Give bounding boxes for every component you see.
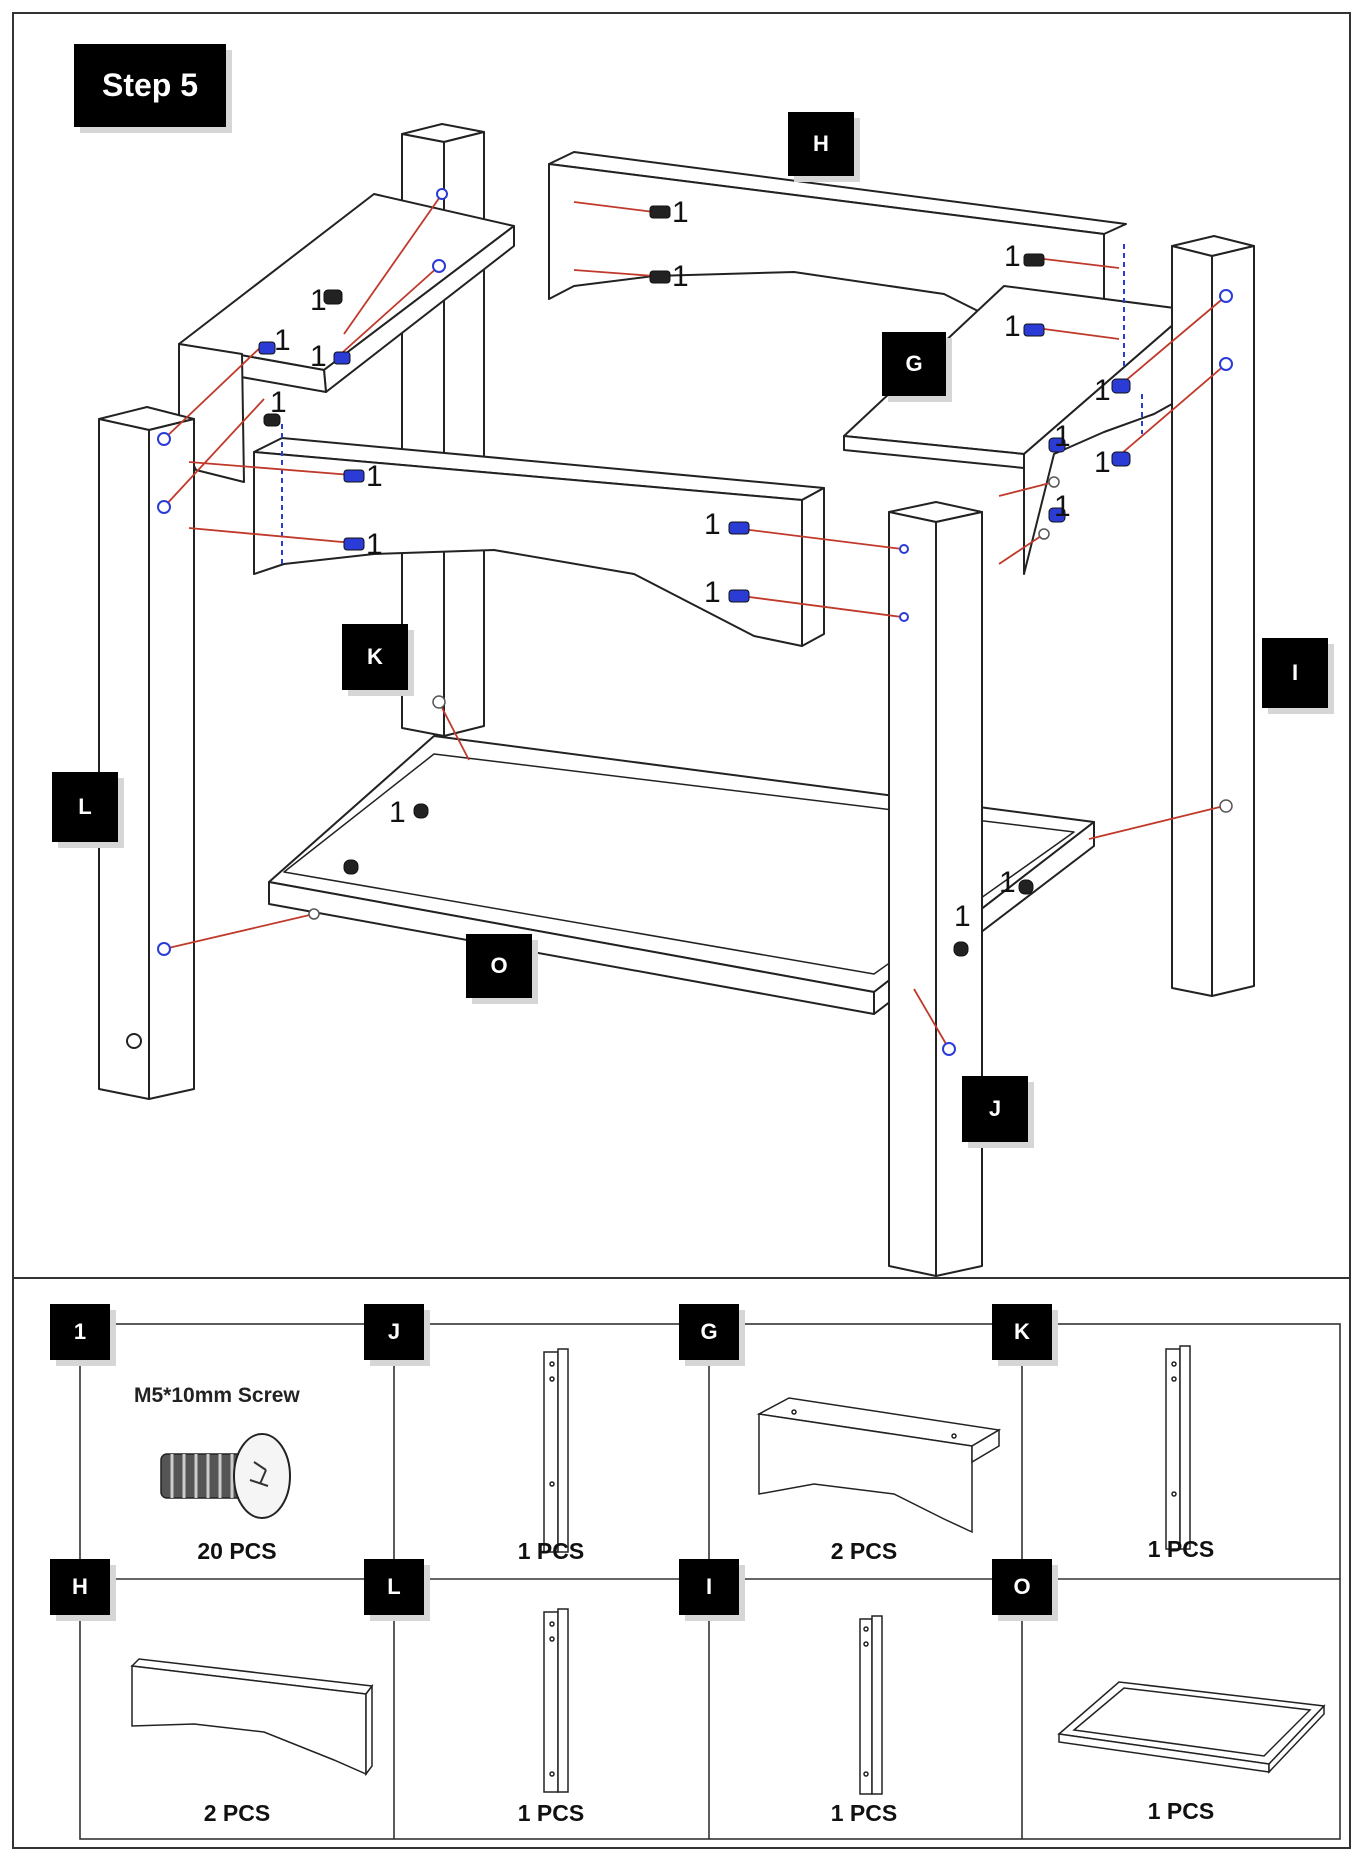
screw-icon [1048,507,1066,523]
screw-count-mark: 1 [366,528,383,561]
screw-count-mark: 1 [1054,420,1071,453]
leg-illustration-l [543,1608,569,1793]
screw-count-mark: 1 [704,508,721,541]
screw-count-mark: 1 [1094,374,1111,407]
leg-illustration-k [1165,1345,1191,1550]
screw-count-mark: 1 [1004,310,1021,343]
screw-count-mark: 1 [1004,240,1021,273]
apron-illustration-h [130,1658,374,1777]
screw-icon [258,341,276,355]
leg-illustration-j [543,1348,569,1553]
screw-icon [1111,451,1131,467]
screw-count-mark: 1 [672,196,689,229]
leg-illustration-i [859,1615,883,1795]
section-divider [14,1277,1349,1279]
screw-icon [323,289,343,305]
shelf-illustration-o [1057,1681,1326,1774]
screw-icon [1018,879,1034,895]
screw-count-mark: 1 [389,796,406,829]
part-label-k: K [342,624,408,690]
bracket-g-left [178,193,515,483]
leg-i [1171,235,1255,997]
part-label-o: O [466,934,532,998]
part-label-h: H [788,112,854,176]
part-label-i: I [1262,638,1328,708]
screw-count-mark: 1 [274,324,291,357]
screw-icon [649,205,671,219]
part-tag-o: O [992,1559,1052,1615]
screw-icon [649,270,671,284]
step-title: Step 5 [74,44,226,127]
screw-icon [953,941,969,957]
part-tag-1: 1 [50,1304,110,1360]
screw-icon [728,521,750,535]
screw-icon [1023,253,1045,267]
screw-count-mark: 1 [999,866,1016,899]
instruction-page: 1 1 1 1 1 1 1 1 1 1 1 1 1 1 1 1 1 1 1 St… [12,12,1351,1849]
bracket-illustration-g [756,1397,1002,1534]
screw-count-mark: 1 [704,576,721,609]
screw-name: M5*10mm Screw [134,1384,300,1407]
part-tag-i: I [679,1559,739,1615]
part-label-g: G [882,332,946,396]
screw-icon [728,589,750,603]
part-tag-j: J [364,1304,424,1360]
screw-icon [343,469,365,483]
apron-h-front [253,437,825,647]
assembly-drawing: 1 1 1 1 1 1 1 1 1 1 1 1 1 1 1 1 1 1 1 [98,123,1255,1277]
qty-j: 1 PCS [517,1538,585,1564]
screw-count-mark: 1 [270,386,287,419]
screw-count-mark: 1 [366,460,383,493]
screw-icon [413,803,429,819]
screw-icon [343,859,359,875]
part-tag-l: L [364,1559,424,1615]
screw-icon [1023,323,1045,337]
screw-icon [1111,378,1131,394]
part-tag-k: K [992,1304,1052,1360]
part-label-l: L [52,772,118,842]
screw-count-mark: 1 [954,900,971,933]
part-tag-h: H [50,1559,110,1615]
part-label-j: J [962,1076,1028,1142]
qty-l: 1 PCS [517,1800,585,1826]
bracket-g-right [843,285,1191,575]
leg-l [98,406,195,1100]
part-tag-g: G [679,1304,739,1360]
leg-j [888,501,983,1277]
qty-h: 2 PCS [203,1800,271,1826]
screw-icon [343,537,365,551]
screw-illustration [160,1433,291,1519]
screw-count-mark: 1 [1094,446,1111,479]
qty-g: 2 PCS [830,1538,898,1564]
screw-count-mark: 1 [310,340,327,373]
qty-1: 20 PCS [197,1538,277,1564]
screw-count-mark: 1 [310,284,327,317]
screw-icon [1048,437,1066,453]
qty-k: 1 PCS [1147,1536,1215,1562]
screw-count-mark: 1 [672,260,689,293]
qty-i: 1 PCS [830,1800,898,1826]
screw-icon [333,351,351,365]
screw-icon [263,413,281,427]
qty-o: 1 PCS [1147,1798,1215,1824]
screw-count-mark: 1 [1054,490,1071,523]
